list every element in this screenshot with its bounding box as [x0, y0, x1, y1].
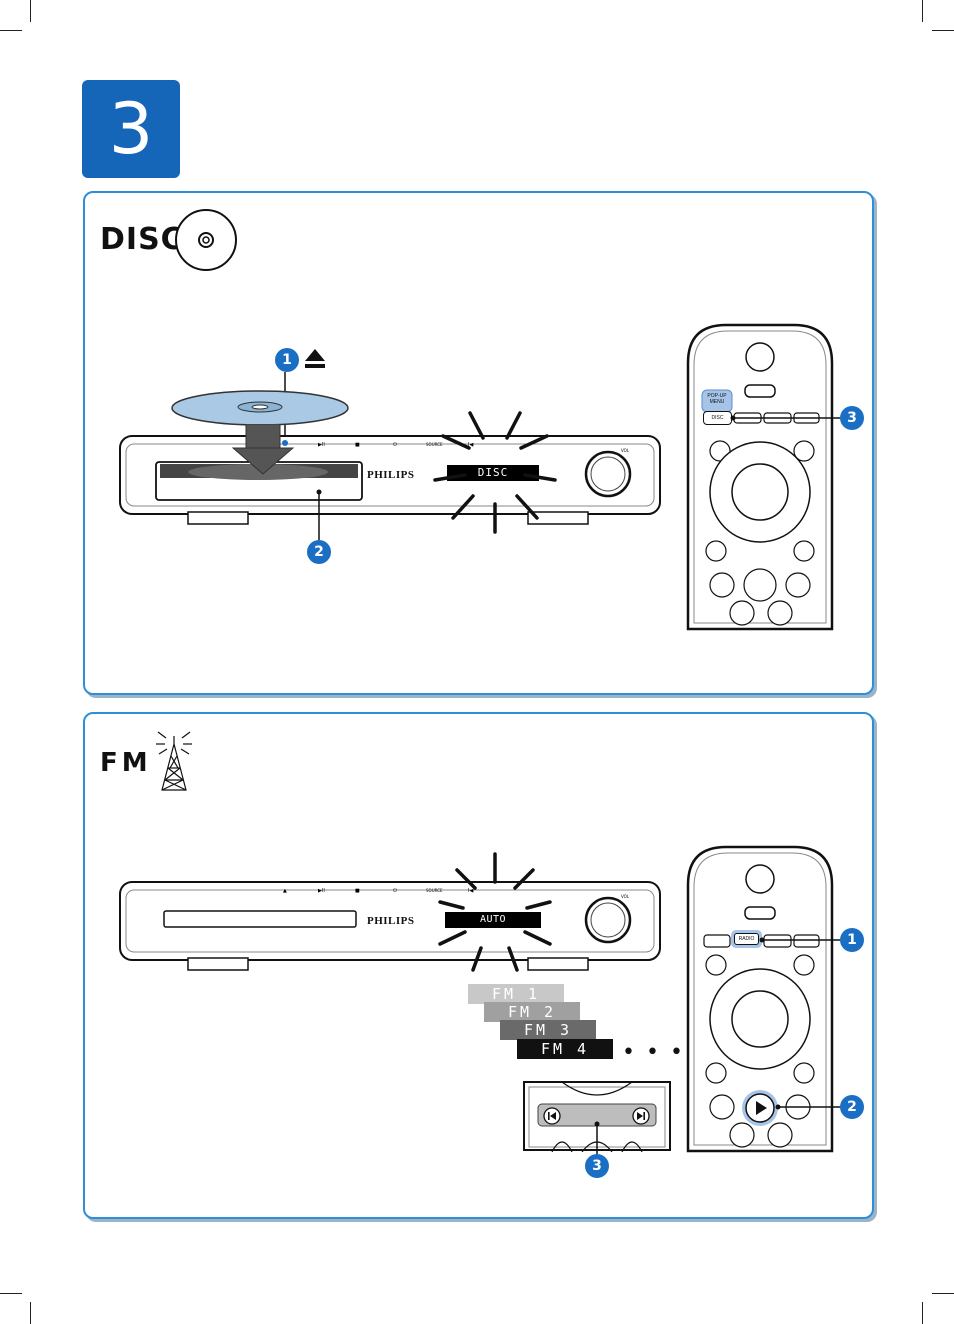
callout-line: [316, 489, 322, 540]
player-display: AUTO INSTALL...: [445, 912, 541, 941]
callout-line: [759, 937, 843, 943]
player-brand: PHILIPS: [367, 915, 415, 927]
preset-display-1: FM 1: [468, 984, 564, 1004]
remote-control: [686, 323, 834, 631]
home-theater-player: ▲ ▶II ■ ⏻ SOURCE I◀ VOL: [119, 881, 661, 971]
disc-button-label: DISC: [711, 415, 724, 421]
svg-text:VOL: VOL: [621, 894, 630, 899]
home-theater-player: ▶II ■ ⏻ SOURCE I◀ VOL: [119, 435, 661, 525]
flash-rays: [433, 411, 557, 534]
remote-control: [686, 845, 834, 1153]
radio-button-label: RADIO: [738, 936, 755, 942]
svg-text:▲: ▲: [283, 888, 287, 894]
crop-mark: [932, 1293, 954, 1294]
preset-display-4: FM 4: [517, 1039, 613, 1059]
preset-display-2: FM 2: [484, 1002, 580, 1022]
callout-1-radio-button: 1: [840, 928, 864, 952]
svg-text:▶II: ▶II: [318, 442, 325, 448]
svg-text:I◀: I◀: [468, 888, 473, 894]
callout-line: [730, 415, 844, 421]
svg-text:I◀: I◀: [468, 442, 473, 448]
svg-text:VOL: VOL: [621, 448, 630, 453]
callout-line: [775, 1104, 843, 1110]
svg-text:■: ■: [355, 442, 360, 448]
next-icon[interactable]: [632, 1107, 650, 1125]
crop-mark: [0, 30, 22, 31]
insert-arrow-icon: [232, 424, 294, 475]
callout-2-play-button: 2: [840, 1095, 864, 1119]
crop-mark: [932, 30, 954, 31]
play-icon[interactable]: [740, 1088, 780, 1128]
crop-mark: [922, 0, 923, 22]
callout-3-disc-button: 3: [840, 406, 864, 430]
svg-text:▶II: ▶II: [318, 888, 325, 894]
svg-text:⏻: ⏻: [393, 888, 397, 894]
player-brand: PHILIPS: [367, 469, 415, 481]
crop-mark: [30, 1302, 31, 1324]
radio-button[interactable]: [734, 933, 759, 945]
flash-rays: [438, 852, 552, 972]
svg-text:⏻: ⏻: [393, 442, 397, 448]
player-display: DISC: [447, 465, 539, 481]
crop-mark: [922, 1302, 923, 1324]
more-presets-ellipsis: • • •: [622, 1040, 685, 1065]
fm-section-title: FM: [100, 748, 152, 778]
callout-line: [594, 1121, 600, 1158]
callout-3-skip-buttons: 3: [585, 1154, 609, 1178]
disc-graphic: [171, 390, 349, 426]
antenna-tower-icon: [156, 731, 192, 791]
callout-1-eject: 1: [275, 348, 299, 372]
eject-icon: [305, 349, 325, 368]
popup-menu-button-label: POP-UP MENU: [707, 393, 727, 405]
disc-section-title: DISC: [100, 222, 184, 257]
previous-icon[interactable]: [543, 1107, 561, 1125]
svg-text:SOURCE: SOURCE: [426, 888, 443, 893]
crop-mark: [30, 0, 31, 22]
svg-text:■: ■: [355, 888, 360, 894]
preset-display-3: FM 3: [500, 1020, 596, 1040]
step-number-badge: 3: [82, 80, 180, 178]
svg-text:SOURCE: SOURCE: [426, 442, 443, 447]
crop-mark: [0, 1293, 22, 1294]
callout-2-tray: 2: [307, 540, 331, 564]
disc-icon: [175, 209, 237, 271]
